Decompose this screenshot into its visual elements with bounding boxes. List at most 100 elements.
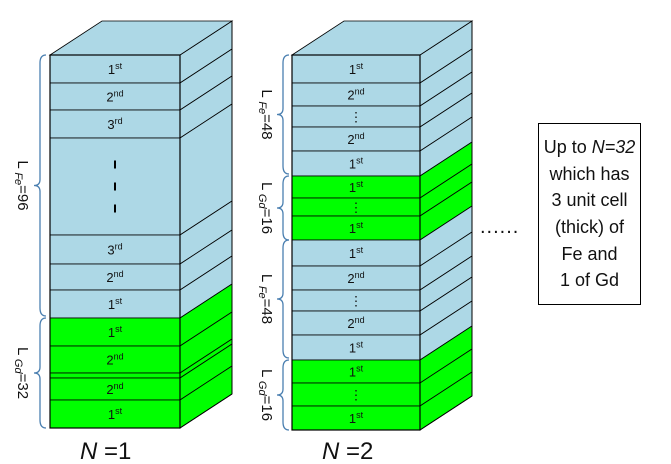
layer-gd-8 <box>49 345 181 374</box>
layer-fe-6 <box>49 289 181 319</box>
layer-index: 1 <box>108 62 115 77</box>
layer-fe-4 <box>49 234 181 265</box>
layer-ordinal: st <box>356 410 364 420</box>
layer-ordinal: nd <box>114 269 124 279</box>
layer-label-6: ⋮ <box>350 200 363 215</box>
layer-index: 2 <box>106 382 113 397</box>
layer-fe-5 <box>49 263 181 291</box>
layer-label-2: ⋮ <box>350 110 363 125</box>
brace-label-0: L Fe=96 <box>12 160 31 210</box>
brace-label-1: L Gd=32 <box>12 347 31 399</box>
layer-index: 2 <box>347 132 354 147</box>
layer-label-3: 2nd <box>347 131 364 147</box>
layer-label-1: 2nd <box>106 89 123 105</box>
layer-ordinal: nd <box>114 352 124 362</box>
layer-label-0: 1st <box>349 61 364 77</box>
layer-ordinal: nd <box>114 89 124 99</box>
layer-ordinal: st <box>115 61 123 71</box>
layer-ordinal: st <box>356 364 364 374</box>
brace-5 <box>276 359 290 431</box>
layer-ordinal: st <box>356 179 364 189</box>
layer-label-7: 1st <box>349 220 364 236</box>
layer-index: 1 <box>349 246 356 261</box>
layer-index: 1 <box>349 62 356 77</box>
brace-4 <box>276 239 290 359</box>
layer-index: ⋮ <box>350 388 363 403</box>
brace-label-4: L Fe=48 <box>256 274 275 324</box>
brace-3 <box>276 175 290 241</box>
layer-ordinal: st <box>356 156 364 166</box>
layer-ordinal: rd <box>115 116 123 126</box>
layer-ordinal: st <box>356 340 364 350</box>
layer-fe-9 <box>291 265 421 291</box>
layer-ordinal: nd <box>114 381 124 391</box>
layer-label-11: 2nd <box>347 315 364 331</box>
layer-label-4: 3rd <box>107 242 122 258</box>
continuation-dots: ...... <box>480 216 520 238</box>
bottom-edge <box>419 395 473 431</box>
layer-label-2: 3rd <box>107 116 122 132</box>
layer-index: 2 <box>106 353 113 368</box>
layer-ordinal: st <box>115 324 123 334</box>
layer-label-1: 2nd <box>347 87 364 103</box>
layer-index: 2 <box>106 90 113 105</box>
layer-index: 1 <box>349 341 356 356</box>
layer-label-8: 2nd <box>106 352 123 368</box>
layer-index: 1 <box>349 157 356 172</box>
layer-ordinal: st <box>356 245 364 255</box>
layer-index: 3 <box>107 243 114 258</box>
layer-index: ⋮ <box>350 200 363 215</box>
layer-index: 1 <box>349 221 356 236</box>
layer-label-4: 1st <box>349 156 364 172</box>
note-box: Up to N=32 which has 3 unit cell (thick)… <box>538 123 641 305</box>
layer-label-8: 1st <box>349 245 364 261</box>
brace-1 <box>33 317 47 429</box>
layer-label-6: 1st <box>108 296 123 312</box>
caption-n1: N =1 <box>80 438 131 464</box>
bottom-edge <box>179 393 233 429</box>
layer-index: 2 <box>106 270 113 285</box>
brace-label-2: L Fe=48 <box>256 89 275 139</box>
layer-label-9: 2nd <box>347 270 364 286</box>
layer-ordinal: nd <box>355 131 365 141</box>
note-line-1: Up to N=32 <box>543 137 636 158</box>
note-line-3: 3 unit cell <box>551 190 628 211</box>
front-outline <box>291 54 421 431</box>
layer-label-13: 1st <box>349 364 364 380</box>
layer-braces: L Fe=96 L Gd=32 L Fe=48 L Gd=16 L Fe=48 L Gd=… <box>12 54 290 431</box>
layer-label-5: 1st <box>349 179 364 195</box>
front-outline <box>49 54 181 429</box>
layer-index: ⋮ <box>350 294 363 309</box>
brace-2 <box>276 54 290 175</box>
layer-gd-11 <box>49 399 181 429</box>
layer-label-0: 1st <box>108 61 123 77</box>
layer-ordinal: st <box>356 61 364 71</box>
note-line-5: Fe and <box>561 243 618 264</box>
layer-label-15: 1st <box>349 410 364 426</box>
layer-ordinal: rd <box>115 242 123 252</box>
layer-fe-0 <box>291 54 421 84</box>
layer-label-10: ⋮ <box>350 294 363 309</box>
brace-label-5: L Gd=16 <box>256 369 275 421</box>
layer-label-7: 1st <box>108 324 123 340</box>
layer-ordinal: st <box>115 296 123 306</box>
layer-index: 2 <box>347 316 354 331</box>
layer-label-14: ⋮ <box>350 388 363 403</box>
layer-ordinal: nd <box>355 315 365 325</box>
brace-label-3: L Gd=16 <box>256 182 275 234</box>
layer-label-10: 2nd <box>106 381 123 397</box>
layer-ordinal: st <box>115 406 123 416</box>
layer-ordinal: nd <box>355 270 365 280</box>
layer-index: 1 <box>108 407 115 422</box>
layer-index: 3 <box>107 117 114 132</box>
layer-index: 1 <box>108 325 115 340</box>
layer-index: 2 <box>347 88 354 103</box>
caption-n2: N =2 <box>322 438 373 464</box>
layer-ordinal: st <box>356 220 364 230</box>
layer-index: ⋮ <box>350 110 363 125</box>
layer-ordinal: nd <box>355 87 365 97</box>
layer-label-5: 2nd <box>106 269 123 285</box>
